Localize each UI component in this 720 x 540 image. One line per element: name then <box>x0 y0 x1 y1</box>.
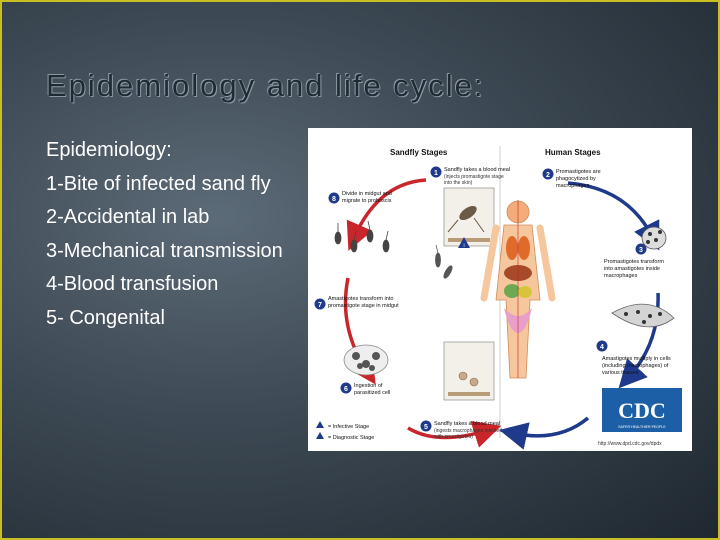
cdc-url: http://www.dpd.cdc.gov/dpdx <box>598 441 662 447</box>
step-1-text: into the skin) <box>444 180 473 186</box>
step-6-number: 6 <box>344 386 348 393</box>
step-6-text: Ingestion of <box>354 383 383 389</box>
promastigote-illustration <box>435 244 453 279</box>
step-2-number: 2 <box>546 172 550 179</box>
legend-diagnostic: = Diagnostic Stage <box>328 435 374 441</box>
bullet-item: 3-Mechanical transmission <box>46 239 283 262</box>
step-4-marker <box>596 340 608 352</box>
cdc-logo-text: CDC <box>618 398 666 423</box>
step-1-marker <box>430 166 442 178</box>
step-1-text: (injects promastigote stage <box>444 174 504 180</box>
slide-title: Epidemiology and life cycle: <box>46 68 485 103</box>
step-7-marker <box>314 298 326 310</box>
bullet-item: 2-Accidental in lab <box>46 206 210 228</box>
parasitized-cell-illustration <box>343 344 389 376</box>
step-3-marker <box>635 243 647 255</box>
step-2-text: Promastigotes are <box>556 169 601 175</box>
step-5-number: 5 <box>424 424 428 431</box>
legend: = Infective Stage = Diagnostic Stage <box>316 421 374 441</box>
diagnostic-stage-icon: i <box>458 237 470 249</box>
life-cycle-figure: Sandfly Stages Human Stages 1 Sandfly ta… <box>308 128 692 451</box>
cycle-arrow <box>407 420 502 448</box>
step-2-marker <box>542 168 554 180</box>
step-1-text: Sandfly takes a blood meal <box>444 167 510 173</box>
sandfly-stages-header: Sandfly Stages <box>390 148 448 157</box>
bullet-heading: Epidemiology: <box>46 139 172 161</box>
svg-text:i: i <box>463 243 464 249</box>
step-3-text: Promastigotes transform <box>604 259 664 265</box>
cycle-arrow <box>499 416 590 450</box>
step-4-text: (including macrophages) of <box>602 363 669 369</box>
sandfly-feeding-illustration <box>443 187 495 247</box>
step-5-marker <box>420 420 432 432</box>
step-2-text: phagocytized by <box>556 176 596 182</box>
step-8-text: migrate to proboscis <box>342 198 392 204</box>
diagnostic-stage-icon <box>316 432 324 439</box>
step-4-number: 4 <box>600 344 604 351</box>
step-8-number: 8 <box>332 196 336 203</box>
human-stages-header: Human Stages <box>545 148 601 157</box>
step-2-text: macrophages <box>556 183 590 189</box>
step-7-number: 7 <box>318 302 322 309</box>
step-3-text: macrophages <box>604 273 638 279</box>
step-7-text: promastigote stage in midgut <box>328 303 399 309</box>
step-5-text: Sandfly takes a blood meal <box>434 421 500 427</box>
step-6-text: parasitized cell <box>354 390 390 396</box>
cdc-logo: CDC SAFER·HEALTHIER·PEOPLE <box>602 388 682 432</box>
step-8-marker <box>328 192 340 204</box>
promastigote-illustration <box>334 220 390 253</box>
cycle-arrow <box>618 292 660 389</box>
cdc-logo-tagline: SAFER·HEALTHIER·PEOPLE <box>618 425 666 429</box>
step-5-text: with amastigotes) <box>434 434 473 440</box>
cycle-arrow <box>346 178 427 251</box>
sandfly-bloodmeal-illustration <box>443 341 495 401</box>
human-body-illustration <box>480 200 556 379</box>
bullet-item: 4-Blood transfusion <box>46 273 219 295</box>
step-8-text: Divide in midgut and <box>342 191 392 197</box>
step-5-text: (ingests macrophages infected <box>434 428 502 434</box>
bullet-item: 5- Congenital <box>46 306 165 329</box>
step-4-text: Amastigotes multiply in cells <box>602 356 671 362</box>
step-4-text: various tissues <box>602 370 639 376</box>
bullet-list: Epidemiology: 1-Bite of infected sand fl… <box>46 134 283 335</box>
cycle-arrow <box>567 181 660 251</box>
amastigote-illustration <box>611 303 675 328</box>
bullet-item: 1-Bite of infected sand fly <box>46 172 271 195</box>
step-7-text: Amastigotes transform into <box>328 296 393 302</box>
step-1-number: 1 <box>434 170 438 177</box>
step-3-text: into amastigotes inside <box>604 266 660 272</box>
legend-infective: = Infective Stage <box>328 424 369 430</box>
step-6-marker <box>340 382 352 394</box>
step-3-number: 3 <box>639 247 643 254</box>
infective-stage-icon <box>316 421 324 428</box>
macrophage-illustration <box>641 226 667 250</box>
